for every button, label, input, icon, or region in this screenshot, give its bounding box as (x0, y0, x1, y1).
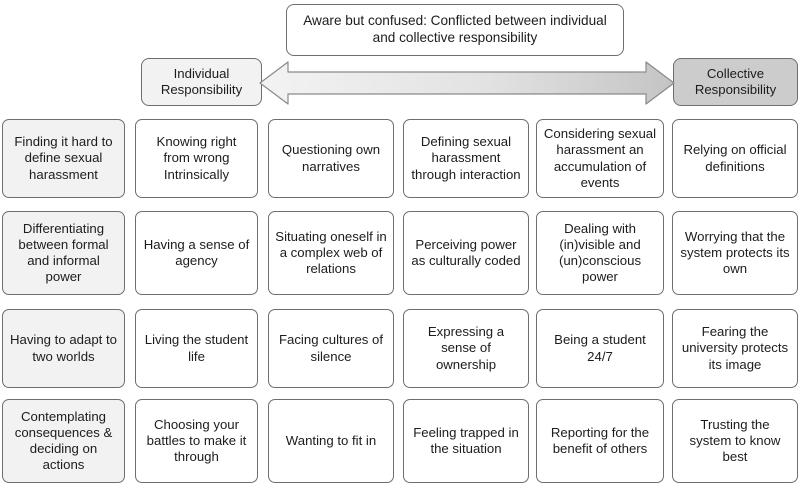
pole-individual-label: Individual Responsibility (160, 65, 243, 97)
concept-cell: Living the student life (135, 309, 258, 388)
title-banner: Aware but confused: Conflicted between i… (286, 4, 624, 56)
concept-cell-label: Questioning own narratives (281, 142, 381, 174)
concept-cell: Situating oneself in a complex web of re… (268, 211, 394, 295)
concept-cell-label: Expressing a sense of ownership (427, 324, 505, 372)
concept-cell: Finding it hard to define sexual harassm… (2, 119, 125, 198)
concept-cell: Having to adapt to two worlds (2, 309, 125, 388)
concept-cell: Being a student 24/7 (536, 309, 664, 388)
concept-cell: Defining sexual harassment through inter… (403, 119, 529, 198)
concept-cell-label: Worrying that the system protects its ow… (680, 228, 790, 277)
concept-cell-label: Reporting for the benefit of others (550, 424, 650, 456)
concept-cell-label: Contemplating consequences & deciding on… (14, 408, 113, 473)
concept-cell-label: Trusting the system to know best (689, 416, 781, 465)
concept-cell: Differentiating between formal and infor… (2, 211, 125, 295)
concept-cell-label: Finding it hard to define sexual harassm… (14, 134, 113, 182)
concept-cell: Perceiving power as culturally coded (403, 211, 529, 295)
concept-cell: Wanting to fit in (268, 399, 394, 483)
concept-cell-label: Living the student life (144, 332, 249, 364)
concept-cell-label: Defining sexual harassment through inter… (411, 134, 521, 182)
concept-cell-label: Feeling trapped in the situation (413, 424, 519, 456)
pole-individual-responsibility: Individual Responsibility (141, 58, 262, 106)
concept-cell: Knowing right from wrong Intrinsically (135, 119, 258, 198)
concept-cell-label: Considering sexual harassment an accumul… (543, 126, 657, 190)
concept-cell-label: Differentiating between formal and infor… (18, 220, 109, 285)
double-headed-arrow-icon (259, 61, 675, 105)
concept-cell: Relying on official definitions (672, 119, 798, 198)
concept-cell-label: Knowing right from wrong Intrinsically (156, 134, 237, 182)
pole-collective-label: Collective Responsibility (694, 65, 777, 97)
concept-cell-label: Relying on official definitions (683, 142, 787, 174)
concept-cell-label: Having a sense of agency (143, 236, 250, 268)
pole-collective-responsibility: Collective Responsibility (673, 58, 798, 106)
concept-cell: Contemplating consequences & deciding on… (2, 399, 125, 483)
concept-cell-label: Perceiving power as culturally coded (411, 236, 521, 268)
concept-cell: Facing cultures of silence (268, 309, 394, 388)
concept-cell: Questioning own narratives (268, 119, 394, 198)
concept-cell-label: Situating oneself in a complex web of re… (275, 228, 387, 277)
concept-cell: Trusting the system to know best (672, 399, 798, 483)
concept-cell-label: Dealing with (in)visible and (un)conscio… (558, 220, 642, 285)
concept-cell-label: Choosing your battles to make it through (146, 416, 247, 465)
concept-cell: Choosing your battles to make it through (135, 399, 258, 483)
concept-cell: Having a sense of agency (135, 211, 258, 295)
concept-cell: Dealing with (in)visible and (un)conscio… (536, 211, 664, 295)
concept-cell-label: Fearing the university protects its imag… (681, 324, 789, 372)
concept-cell: Fearing the university protects its imag… (672, 309, 798, 388)
concept-cell-label: Wanting to fit in (285, 432, 377, 448)
title-banner-text: Aware but confused: Conflicted between i… (303, 13, 607, 45)
concept-cell: Considering sexual harassment an accumul… (536, 119, 664, 198)
concept-cell: Worrying that the system protects its ow… (672, 211, 798, 295)
concept-cell-label: Having to adapt to two worlds (9, 332, 118, 364)
concept-cell-label: Being a student 24/7 (554, 332, 646, 364)
concept-cell: Reporting for the benefit of others (536, 399, 664, 483)
concept-cell: Expressing a sense of ownership (403, 309, 529, 388)
concept-cell-label: Facing cultures of silence (278, 332, 384, 364)
concept-cell: Feeling trapped in the situation (403, 399, 529, 483)
